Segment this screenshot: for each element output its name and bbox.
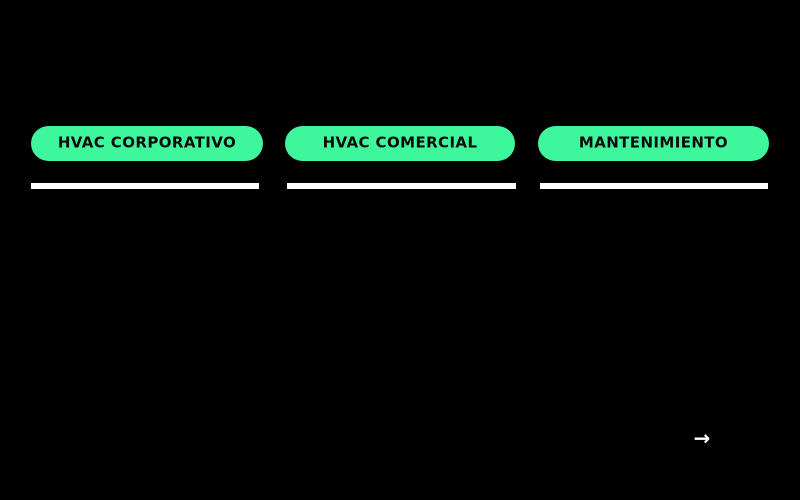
- tab-button-hvac-corporativo[interactable]: HVAC CORPORATIVO: [31, 126, 263, 161]
- tab-underline: [540, 183, 768, 189]
- tab-mantenimiento: MANTENIMIENTO: [538, 126, 769, 190]
- tab-label: HVAC COMERCIAL: [322, 133, 478, 152]
- tab-button-hvac-comercial[interactable]: HVAC COMERCIAL: [285, 126, 515, 161]
- arrow-right-icon: →: [693, 426, 711, 450]
- tab-button-mantenimiento[interactable]: MANTENIMIENTO: [538, 126, 769, 161]
- tab-label: MANTENIMIENTO: [578, 133, 729, 152]
- tab-hvac-corporativo: HVAC CORPORATIVO: [31, 126, 263, 190]
- tab-hvac-comercial: HVAC COMERCIAL: [285, 126, 516, 190]
- tab-underline: [31, 183, 259, 189]
- tab-label: HVAC CORPORATIVO: [57, 133, 237, 152]
- tab-underline: [287, 183, 516, 189]
- next-arrow-button[interactable]: →: [690, 426, 714, 450]
